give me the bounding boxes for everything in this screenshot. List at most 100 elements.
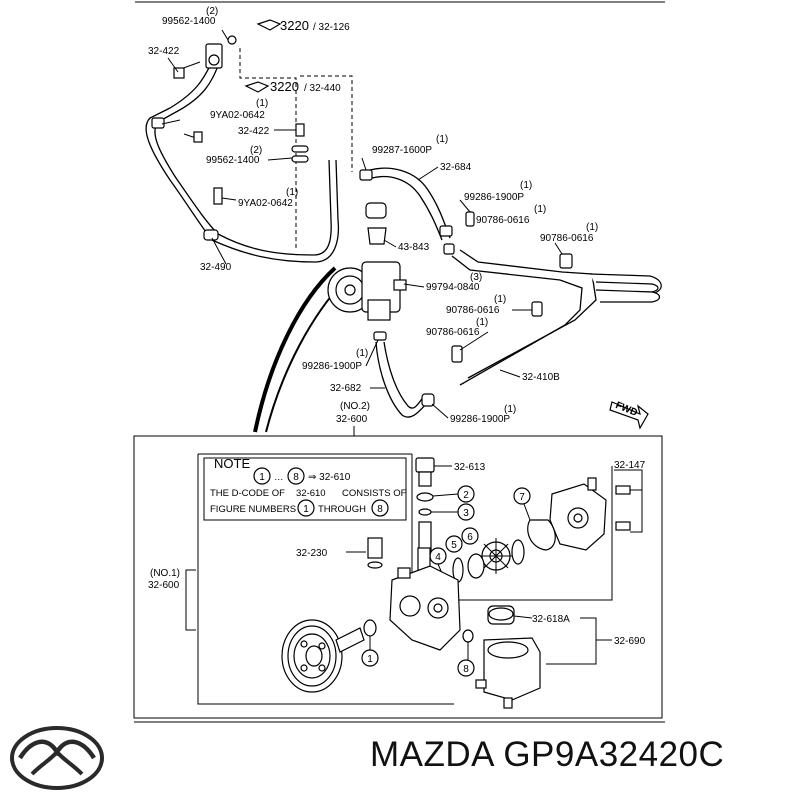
note-line2-b: CONSISTS OF [342,488,407,499]
label-32-690: 32-690 [614,636,646,647]
note-title: NOTE [214,456,250,471]
top-banjo-fitting [173,35,237,79]
hose-32-682 [373,331,435,418]
label-32-613: 32-613 [454,462,486,473]
footer-title: MAZDA GP9A32420C [370,735,790,775]
bracket-no1 [185,569,196,631]
label-qty3: (3) [470,272,482,283]
fig-circle-5 [445,535,463,553]
note-box: NOTE 1 … 8 ⇒ 32-610 THE D-CODE OF 32-610… [203,456,407,521]
note-fig8: 8 [293,472,299,483]
part-rotor-vanes [452,538,525,583]
fig-circle-3 [457,503,475,521]
label-32-490: 32-490 [200,262,232,273]
fig-circle-8 [457,659,475,677]
ref-arrow-icon-b [244,81,270,93]
bracket-32-690 [546,617,597,665]
pipe-32-410b [451,211,662,386]
part-32-230-valve [346,537,431,573]
brand-name: MAZDA [370,735,494,774]
fig6: 6 [467,532,473,543]
pulley [281,619,365,693]
note-line3-fig8: 8 [377,504,383,515]
label-90786-0616-a: 90786-0616 [476,215,530,226]
fig2: 2 [463,490,469,501]
label-ref-a-code: / 32-126 [313,22,350,33]
note-line2-a: THE D-CODE OF [210,488,285,499]
label-32-600-b: 32-600 [148,580,180,591]
note-line3-fig1: 1 [303,504,309,515]
mazda-logo-icon [10,726,104,790]
label-qty1-c: (1) [436,134,448,145]
reservoir-32-690 [475,605,541,709]
label-32-600-a: 32-600 [336,414,368,425]
label-32-618a: 32-618A [532,614,570,625]
note-line3-a: FIGURE NUMBERS [210,504,296,515]
label-99562-1400-a: 99562-1400 [162,16,216,27]
note-line3-through: THROUGH [318,504,366,515]
inner-box-left-bottom [197,454,454,705]
fig-circle-7 [513,487,531,505]
label-qty1-h: (1) [476,317,488,328]
label-qty1-a: (1) [256,98,268,109]
label-32-230: 32-230 [296,548,328,559]
label-qty1-d: (1) [520,180,532,191]
fig3: 3 [463,508,469,519]
label-9ya02-0642-a: 9YA02-0642 [210,110,265,121]
assembly-32-600-box [133,435,663,719]
ref-dashed-boundary-a [239,48,297,250]
fig8: 8 [463,664,469,675]
ref-arrow-icon-a [256,19,282,31]
label-99287-1600p: 99287-1600P [372,145,432,156]
label-qty1-f: (1) [586,222,598,233]
note-dots: … [274,472,284,483]
shaft-seal [363,619,377,637]
fig-circle-6 [461,527,479,545]
label-99562-1400-b: 99562-1400 [206,155,260,166]
label-32-422-b: 32-422 [238,126,270,137]
label-ref-b: 3220 [270,79,299,94]
label-qty1-j: (1) [504,404,516,415]
bracket-32-147 [614,469,643,533]
fig4: 4 [435,552,441,563]
label-32-422-a: 32-422 [148,46,180,57]
label-90786-0616-d: 90786-0616 [426,327,480,338]
label-qty1-b: (1) [286,187,298,198]
ref-dashed-boundary-b [300,75,353,172]
label-ref-b-code: / 32-440 [304,83,341,94]
part-32-147-cover [549,477,631,551]
label-qty2-b: (2) [250,145,262,156]
label-qty1-e: (1) [534,204,546,215]
label-no2: (NO.2) [340,401,370,412]
fig1: 1 [367,654,373,665]
o-ring [462,629,474,643]
pump-body [389,565,461,651]
fwd-arrow-icon [609,401,649,430]
label-qty1-i: (1) [356,348,368,359]
hose-32-684 [369,167,455,255]
fig5: 5 [451,540,457,551]
note-line2-code: 32-610 [296,488,326,499]
fig7: 7 [519,492,525,503]
leader-lines-top [161,29,563,436]
label-99286-1900p-c: 99286-1900P [450,414,510,425]
label-no1: (NO.1) [150,568,180,579]
part-32-613 [415,457,452,555]
label-qty2-a: (2) [206,6,218,17]
mid-bolt-washers [151,117,309,241]
part-gasket [527,519,556,551]
label-99286-1900p-a: 99286-1900P [464,192,524,203]
part-number: GP9A32420C [503,735,725,774]
label-90786-0616-c: 90786-0616 [446,305,500,316]
label-99286-1900p-b: 99286-1900P [302,361,362,372]
label-32-682: 32-682 [330,383,362,394]
pressure-line-bold [253,266,337,433]
note-arrow-code: ⇒ 32-610 [308,472,351,483]
pump-assembly-top [327,261,407,321]
label-qty1-g: (1) [494,294,506,305]
label-32-410b: 32-410B [522,372,560,383]
fig-circle-2 [457,485,475,503]
return-hose [145,61,340,263]
